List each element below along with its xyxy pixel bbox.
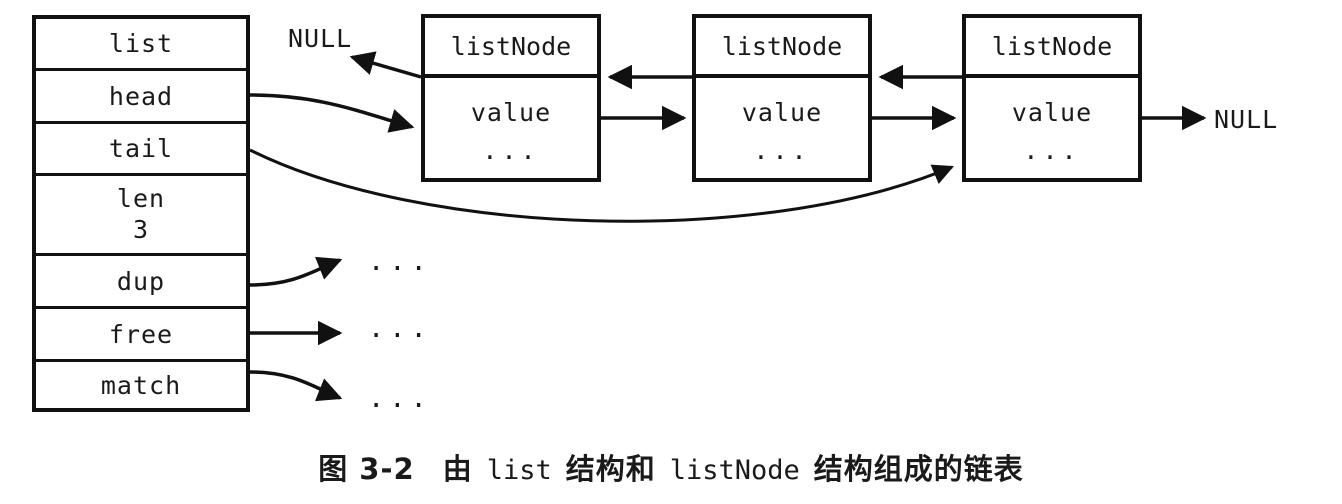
listnode-1-more: ... <box>482 136 540 165</box>
struct-field-dup-label: dup <box>116 266 166 296</box>
list-struct-box: list head tail len 3 dup free match <box>32 15 250 412</box>
caption-mono-list: list <box>486 455 552 486</box>
wire-node1-prev-null <box>349 51 422 79</box>
struct-field-tail-label: tail <box>108 134 174 163</box>
wire-head-to-node1 <box>249 93 415 133</box>
listnode-1-value: value <box>470 98 552 127</box>
struct-row-len: len 3 <box>36 176 246 256</box>
listnode-2-more: ... <box>753 136 811 165</box>
listnode-box-1: listNode value ... <box>421 14 601 182</box>
listnode-3-more: ... <box>1023 136 1081 165</box>
listnode-3-value: value <box>1011 98 1093 127</box>
match-target-ellipsis: ... <box>368 383 432 414</box>
struct-field-match-label: match <box>100 370 182 400</box>
listnode-box-3: listNode value ... <box>962 14 1142 182</box>
listnode-1-header: listNode <box>425 18 597 78</box>
listnode-2-body: value ... <box>696 78 868 178</box>
struct-row-free: free <box>36 309 246 362</box>
listnode-box-2: listNode value ... <box>692 14 872 182</box>
listnode-3-body: value ... <box>966 78 1138 178</box>
listnode-2-header: listNode <box>696 18 868 78</box>
caption-text-2: 结构和 <box>565 452 656 486</box>
struct-row-title: list <box>36 19 246 71</box>
null-label-right: NULL <box>1214 105 1279 134</box>
free-target-ellipsis: ... <box>368 313 432 344</box>
listnode-1-body: value ... <box>425 78 597 178</box>
struct-field-len-label: len <box>116 184 166 213</box>
struct-row-dup: dup <box>36 256 246 309</box>
listnode-2-value: value <box>741 98 823 127</box>
listnode-3-header: listNode <box>966 18 1138 78</box>
caption-mono-listnode: listNode <box>669 455 800 486</box>
struct-row-tail: tail <box>36 124 246 176</box>
struct-row-head: head <box>36 71 246 124</box>
struct-field-free-label: free <box>108 319 174 349</box>
caption-text-3: 结构组成的链表 <box>813 452 1024 486</box>
wire-match-to-dots <box>249 370 343 402</box>
struct-field-len-value: 3 <box>132 214 150 244</box>
caption-text-1: 由 <box>442 452 473 486</box>
caption-number: 图 3-2 <box>318 452 415 486</box>
dup-target-ellipsis: ... <box>368 246 432 277</box>
figure-caption: 图 3-2 由 list 结构和 listNode 结构组成的链表 <box>0 446 1342 488</box>
struct-row-match: match <box>36 362 246 408</box>
wire-dup-to-dots <box>249 256 343 287</box>
struct-title-label: list <box>108 29 174 58</box>
struct-field-head-label: head <box>108 81 174 111</box>
null-label-left: NULL <box>288 24 353 53</box>
